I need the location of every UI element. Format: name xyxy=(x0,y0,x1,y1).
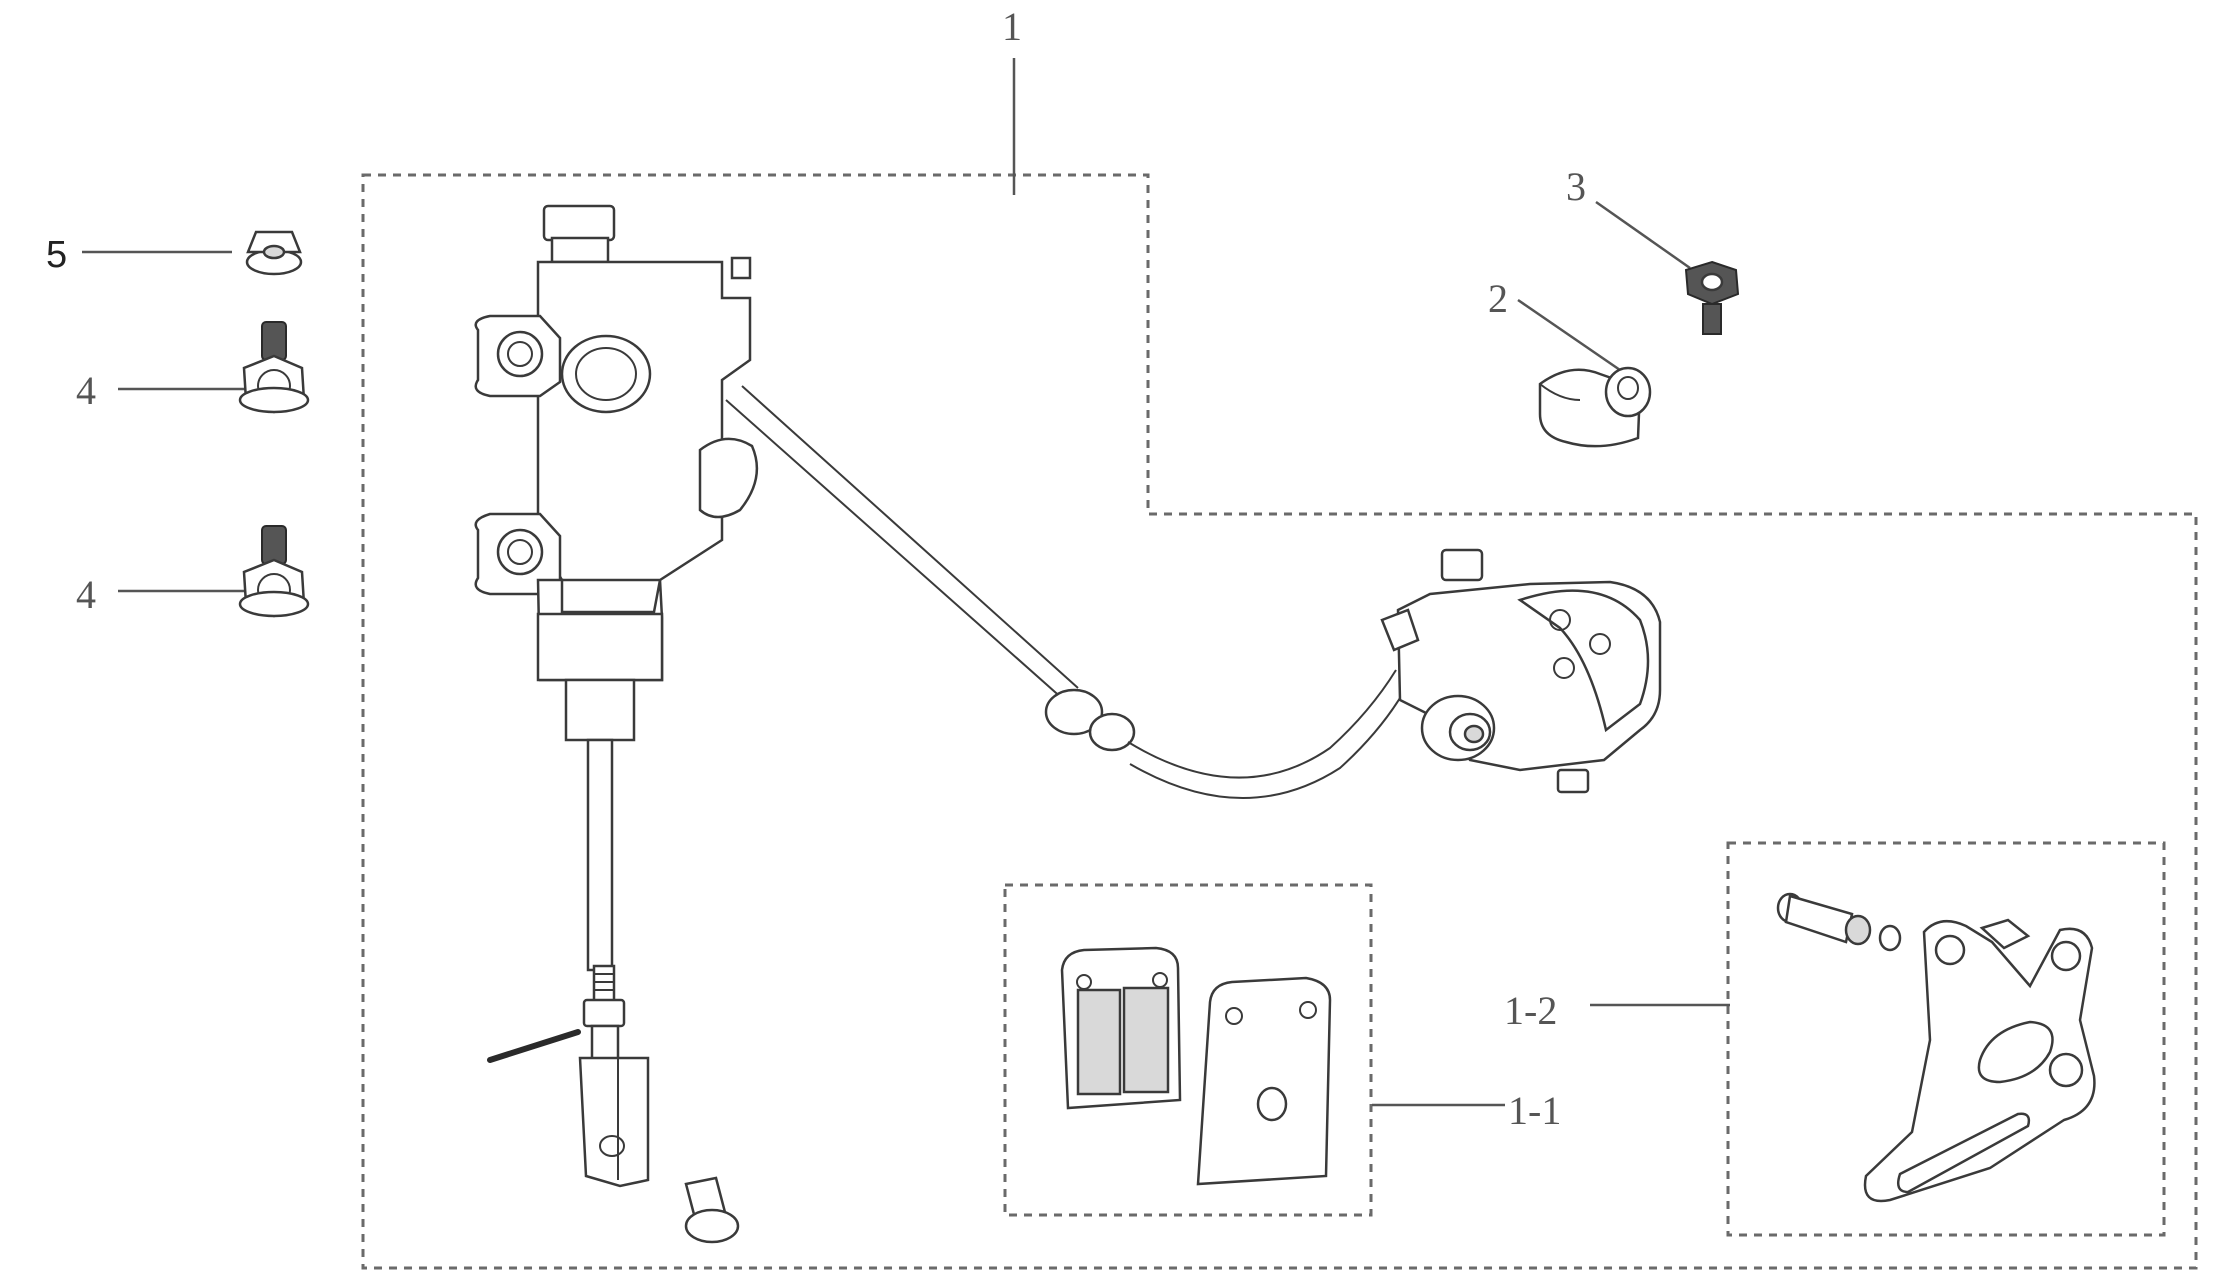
flange-bolt-part-4-upper xyxy=(238,321,310,414)
callout-1-1: 1-1 xyxy=(1372,1088,1561,1133)
brake-caliper xyxy=(1380,548,1662,794)
callout-1: 1 xyxy=(1002,4,1022,195)
hose-clamp-part-2 xyxy=(1538,366,1652,448)
callout-4-lower: 4 xyxy=(76,572,258,617)
brake-pads-part-1-1 xyxy=(1060,946,1332,1186)
clevis-pin xyxy=(684,1176,740,1244)
callout-1-2: 1-2 xyxy=(1504,988,1730,1033)
master-cylinder-body xyxy=(474,204,759,1188)
callout-5: 5 xyxy=(46,234,232,276)
callout-1-label: 1 xyxy=(1002,4,1022,49)
flange-bolt-part-4-lower xyxy=(238,525,310,618)
callout-5-label: 5 xyxy=(46,234,67,276)
callout-1-1-label: 1-1 xyxy=(1508,1088,1561,1133)
callout-4-lower-label: 4 xyxy=(76,572,96,617)
caliper-bracket-part-1-2 xyxy=(1776,892,2096,1203)
cotter-pin xyxy=(487,1029,581,1063)
callout-4-upper-label: 4 xyxy=(76,368,96,413)
brake-hose xyxy=(725,385,1407,799)
callout-2: 2 xyxy=(1488,276,1621,372)
callout-4-upper: 4 xyxy=(76,368,258,413)
bolt-part-3 xyxy=(1684,260,1740,335)
callout-2-label: 2 xyxy=(1488,276,1508,321)
assembly-1-boundary xyxy=(361,173,2198,1270)
assembly-1-2-boundary xyxy=(1726,841,2166,1237)
assembly-1-1-boundary xyxy=(1003,883,1373,1217)
flange-nut-part-5 xyxy=(245,230,303,276)
callout-1-2-label: 1-2 xyxy=(1504,988,1557,1033)
callout-3-label: 3 xyxy=(1566,164,1586,209)
callout-3: 3 xyxy=(1566,164,1691,270)
